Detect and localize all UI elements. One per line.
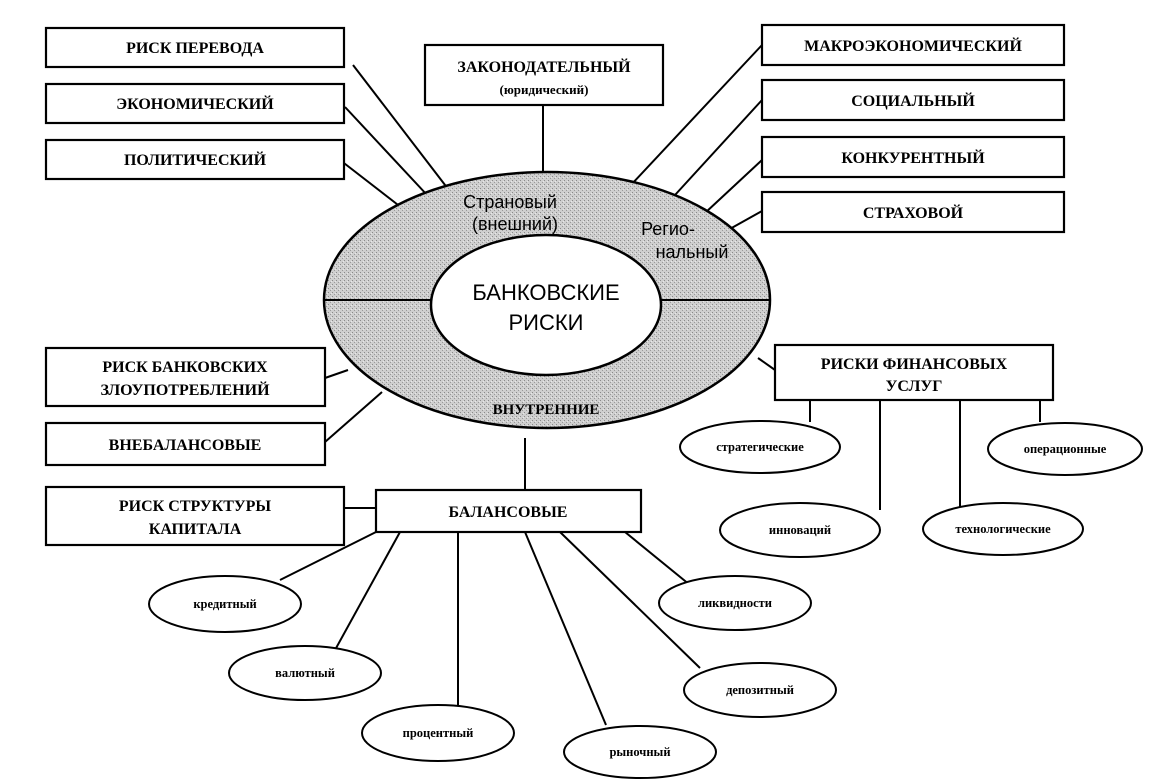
box-legal-line1: ЗАКОНОДАТЕЛЬНЫЙ: [457, 57, 631, 76]
box-competitive-label: КОНКУРЕНТНЫЙ: [841, 148, 985, 167]
bubble-currency-label: валютный: [275, 666, 335, 680]
ring-label-country-line1: Страновый: [463, 192, 557, 212]
box-social-label: СОЦИАЛЬНЫЙ: [851, 91, 975, 110]
box-financial-services: РИСКИ ФИНАНСОВЫХ УСЛУГ: [773, 343, 1055, 402]
bubble-deposit: депозитный: [683, 662, 837, 718]
bubble-strategic: стратегические: [679, 420, 841, 474]
ring-label-internal: ВНУТРЕННИЕ: [493, 402, 600, 418]
box-balance: БАЛАНСОВЫЕ: [374, 488, 643, 534]
box-insurance: СТРАХОВОЙ: [760, 190, 1066, 234]
box-transfer-risk-label: РИСК ПЕРЕВОДА: [126, 40, 264, 57]
box-capital-structure-line2: КАПИТАЛА: [149, 521, 242, 538]
bubble-currency: валютный: [228, 645, 382, 701]
box-legal: ЗАКОНОДАТЕЛЬНЫЙ (юридический): [423, 43, 665, 107]
box-off-balance-label: ВНЕБАЛАНСОВЫЕ: [109, 437, 262, 454]
bubble-market-label: рыночный: [609, 745, 670, 759]
box-competitive: КОНКУРЕНТНЫЙ: [760, 135, 1066, 179]
box-political-label: ПОЛИТИЧЕСКИЙ: [124, 150, 267, 169]
box-balance-label: БАЛАНСОВЫЕ: [449, 504, 568, 521]
bubble-liquidity: ликвидности: [658, 575, 812, 631]
bubble-innovation: инноваций: [719, 502, 881, 558]
ring-label-regional-line2: нальный: [656, 242, 729, 262]
box-macroeconomic-label: МАКРОЭКОНОМИЧЕСКИЙ: [804, 36, 1022, 55]
bubble-credit: кредитный: [148, 575, 302, 633]
box-social: СОЦИАЛЬНЫЙ: [760, 78, 1066, 122]
bubble-deposit-label: депозитный: [726, 683, 794, 697]
bubble-market: рыночный: [563, 725, 717, 779]
box-economic: ЭКОНОМИЧЕСКИЙ: [44, 82, 346, 125]
box-capital-structure-line1: РИСК СТРУКТУРЫ: [119, 498, 272, 515]
center-title-line2: РИСКИ: [508, 310, 583, 335]
center-ellipse: [429, 233, 663, 377]
box-bank-abuse: РИСК БАНКОВСКИХ ЗЛОУПОТРЕБЛЕНИЙ: [44, 346, 327, 408]
bubble-interest-label: процентный: [403, 726, 474, 740]
bubble-innovation-label: инноваций: [769, 523, 831, 537]
box-insurance-label: СТРАХОВОЙ: [863, 203, 964, 222]
box-legal-line2: (юридический): [500, 82, 589, 97]
bubble-operational-label: операционные: [1024, 442, 1107, 456]
box-capital-structure: РИСК СТРУКТУРЫ КАПИТАЛА: [44, 485, 346, 547]
bubble-technological-label: технологические: [955, 522, 1051, 536]
connector-lines: [279, 44, 1041, 726]
box-political: ПОЛИТИЧЕСКИЙ: [44, 138, 346, 181]
box-bank-abuse-line2: ЗЛОУПОТРЕБЛЕНИЙ: [100, 380, 270, 399]
bubble-strategic-label: стратегические: [716, 440, 804, 454]
bubble-technological: технологические: [922, 502, 1084, 556]
box-economic-label: ЭКОНОМИЧЕСКИЙ: [116, 94, 274, 113]
box-transfer-risk: РИСК ПЕРЕВОДА: [44, 26, 346, 69]
bubble-operational: операционные: [987, 422, 1143, 476]
bubble-liquidity-label: ликвидности: [698, 596, 772, 610]
box-off-balance: ВНЕБАЛАНСОВЫЕ: [44, 421, 327, 467]
box-financial-services-line1: РИСКИ ФИНАНСОВЫХ: [821, 356, 1008, 373]
box-macroeconomic: МАКРОЭКОНОМИЧЕСКИЙ: [760, 23, 1066, 67]
box-financial-services-line2: УСЛУГ: [886, 378, 943, 395]
box-bank-abuse-line1: РИСК БАНКОВСКИХ: [102, 359, 268, 376]
bubble-credit-label: кредитный: [193, 597, 256, 611]
bubble-interest: процентный: [361, 704, 515, 762]
ring-label-regional-line1: Регио-: [641, 219, 695, 239]
center-title-line1: БАНКОВСКИЕ: [472, 280, 619, 305]
ring-label-country-line2: (внешний): [472, 214, 558, 234]
